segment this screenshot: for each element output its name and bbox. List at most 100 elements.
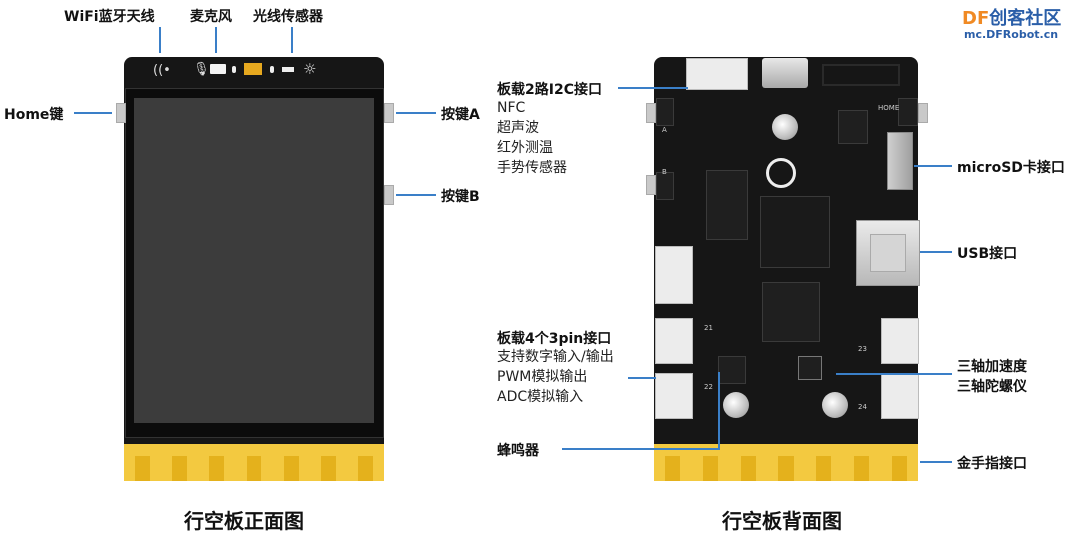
- pin21-connector: [655, 318, 693, 364]
- back-button-home[interactable]: [918, 103, 928, 123]
- led-module: [244, 63, 262, 75]
- i2c-connector-top: [686, 58, 748, 90]
- label-gold-finger: 金手指接口: [957, 456, 1027, 472]
- label-key-a: 按键A: [441, 107, 480, 123]
- mount-hole-bottom-left: [723, 392, 749, 418]
- front-gold-pad: [320, 456, 336, 481]
- mount-hole-bottom-right: [822, 392, 848, 418]
- leader-buzzer-h: [562, 448, 720, 450]
- label-i2c-title: 板载2路I2C接口: [497, 82, 602, 98]
- label-imu-1: 三轴加速度: [957, 359, 1027, 375]
- leader-imu: [836, 373, 952, 375]
- leader-key-b: [396, 194, 436, 196]
- label-mic: 麦克风: [190, 9, 232, 25]
- back-button-a[interactable]: [646, 103, 656, 123]
- label-wifi: WiFi蓝牙天线: [64, 9, 155, 25]
- silk-22: 22: [704, 383, 713, 391]
- silk-a: A: [662, 126, 667, 134]
- microsd-slot: [887, 132, 913, 190]
- label-buzzer: 蜂鸣器: [497, 443, 539, 459]
- indicator-dot: [232, 66, 236, 73]
- label-usb: USB接口: [957, 246, 1018, 262]
- back-gold-pad: [778, 456, 794, 481]
- pin22-connector: [655, 373, 693, 419]
- i2c-connector-side: [655, 246, 693, 304]
- silk-21: 21: [704, 324, 713, 332]
- pin3-item-1: 支持数字输入/输出: [497, 349, 614, 365]
- mount-hole-top: [772, 114, 798, 140]
- leader-home: [74, 112, 112, 114]
- front-gold-pad: [209, 456, 225, 481]
- button-b[interactable]: [384, 185, 394, 205]
- button-a[interactable]: [384, 103, 394, 123]
- i2c-item-1: NFC: [497, 100, 526, 116]
- sun-icon: ☼: [303, 60, 317, 78]
- watermark-logo: DF创客社区: [962, 4, 1061, 30]
- buzzer-part: [718, 356, 746, 384]
- home-button[interactable]: [116, 103, 126, 123]
- i2c-item-4: 手势传感器: [497, 160, 567, 176]
- silk-23: 23: [858, 345, 867, 353]
- mic-module: [210, 64, 226, 74]
- square-chip-top: [838, 110, 868, 144]
- leader-i2c: [618, 87, 688, 89]
- tact-switch-a: [656, 98, 674, 126]
- leader-wifi: [159, 27, 161, 53]
- leader-microsd: [914, 165, 952, 167]
- leader-3pin: [628, 377, 656, 379]
- light-sensor-chip: [282, 67, 294, 72]
- coprocessor-chip: [762, 282, 820, 342]
- back-gold-pad: [891, 456, 907, 481]
- back-gold-pad: [665, 456, 681, 481]
- label-key-b: 按键B: [441, 189, 480, 205]
- tact-switch-home: [898, 98, 918, 126]
- back-caption: 行空板背面图: [722, 509, 842, 533]
- pin3-item-3: ADC模拟输入: [497, 389, 584, 405]
- leader-light: [291, 27, 293, 53]
- i2c-item-2: 超声波: [497, 120, 539, 136]
- front-gold-pad: [246, 456, 262, 481]
- imu-chip: [798, 356, 822, 380]
- memory-chip-left: [706, 170, 748, 240]
- back-gold-pad: [853, 456, 869, 481]
- silk-home: HOME: [878, 104, 900, 112]
- pin24-connector: [881, 373, 919, 419]
- usb-c-port: [762, 58, 808, 88]
- watermark-brand: 创客社区: [989, 8, 1062, 29]
- watermark-df: DF: [962, 8, 990, 29]
- board-logo: [766, 158, 796, 188]
- tact-switch-b: [656, 172, 674, 200]
- indicator-dot-2: [270, 66, 274, 73]
- label-3pin-title: 板载4个3pin接口: [497, 331, 612, 347]
- main-soc: [760, 196, 830, 268]
- i2c-item-3: 红外测温: [497, 140, 553, 156]
- front-gold-pad: [172, 456, 188, 481]
- usb-a-inner: [870, 234, 906, 272]
- silk-24: 24: [858, 403, 867, 411]
- silk-b: B: [662, 168, 667, 176]
- back-button-b[interactable]: [646, 175, 656, 195]
- back-gold-pad: [740, 456, 756, 481]
- display-screen: [134, 98, 374, 423]
- watermark-url: mc.DFRobot.cn: [964, 28, 1059, 41]
- leader-buzzer-v: [718, 372, 720, 450]
- leader-mic: [215, 27, 217, 53]
- label-light: 光线传感器: [253, 9, 323, 25]
- antenna-trace: [822, 64, 900, 86]
- front-gold-pad: [135, 456, 150, 481]
- front-gold-pad: [358, 456, 373, 481]
- label-microsd: microSD卡接口: [957, 160, 1065, 176]
- label-home: Home键: [4, 107, 64, 123]
- pin3-item-2: PWM模拟输出: [497, 369, 588, 385]
- front-caption: 行空板正面图: [184, 509, 304, 533]
- back-gold-pad: [703, 456, 719, 481]
- label-imu-2: 三轴陀螺仪: [957, 379, 1027, 395]
- front-gold-pad: [283, 456, 299, 481]
- mic-icon: 🎙: [193, 62, 210, 77]
- leader-gold-finger: [920, 461, 952, 463]
- pin23-connector: [881, 318, 919, 364]
- leader-usb: [920, 251, 952, 253]
- wifi-icon: ((•: [153, 63, 171, 78]
- back-gold-pad: [816, 456, 832, 481]
- leader-key-a: [396, 112, 436, 114]
